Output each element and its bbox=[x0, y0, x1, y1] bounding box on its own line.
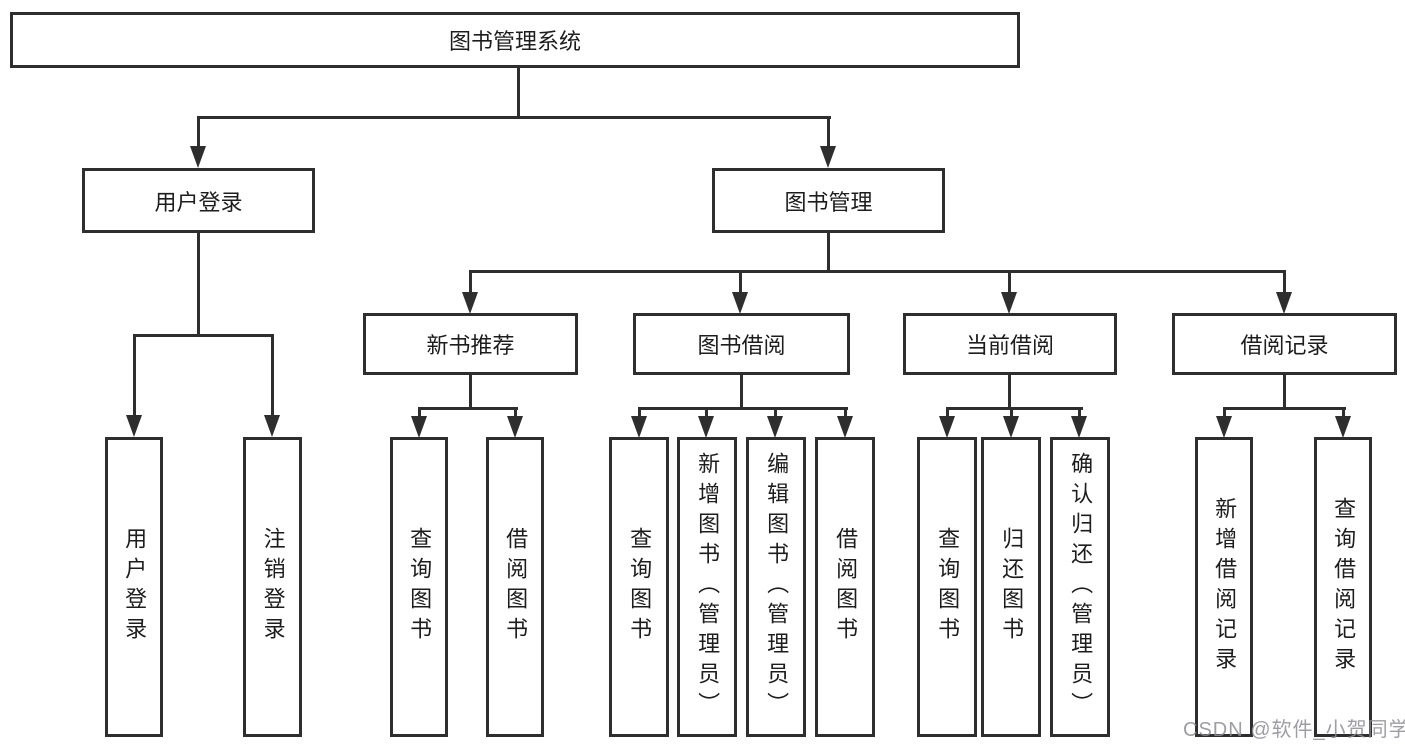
node-book-management-label: 图书管理 bbox=[784, 189, 873, 215]
connector-line bbox=[774, 407, 777, 418]
leaf-logout-label: 注销登录 bbox=[260, 527, 286, 647]
node-root: 图书管理系统 bbox=[10, 12, 1020, 68]
arrowhead-down-icon bbox=[411, 416, 427, 438]
leaf-logout: 注销登录 bbox=[243, 437, 302, 737]
leaf-current-query-books-label: 查询图书 bbox=[935, 527, 961, 647]
connector-line bbox=[197, 116, 200, 148]
leaf-confirm-return-admin-label: 确认归还（管理员） bbox=[1068, 452, 1094, 722]
leaf-recommend-borrow-books: 借阅图书 bbox=[486, 437, 544, 737]
connector-line bbox=[271, 334, 274, 417]
leaf-user-login-label: 用户登录 bbox=[122, 527, 148, 647]
leaf-recommend-query-books-label: 查询图书 bbox=[407, 527, 433, 647]
leaf-edit-books-admin-label: 编辑图书（管理员） bbox=[764, 452, 790, 722]
arrowhead-down-icon bbox=[732, 292, 748, 314]
arrowhead-down-icon bbox=[1071, 416, 1087, 438]
arrowhead-down-icon bbox=[1216, 416, 1232, 438]
node-user-login: 用户登录 bbox=[82, 168, 315, 233]
connector-line bbox=[517, 66, 520, 118]
connector-line bbox=[514, 407, 517, 418]
connector-line bbox=[1223, 407, 1346, 410]
arrowhead-down-icon bbox=[1001, 292, 1017, 314]
leaf-confirm-return-admin: 确认归还（管理员） bbox=[1050, 437, 1110, 737]
leaf-add-borrow-record: 新增借阅记录 bbox=[1195, 437, 1253, 737]
connector-line bbox=[1078, 407, 1081, 418]
connector-line bbox=[827, 116, 830, 148]
arrowhead-down-icon bbox=[767, 416, 783, 438]
connector-line bbox=[1008, 374, 1011, 410]
arrowhead-down-icon bbox=[698, 416, 714, 438]
leaf-add-books-admin-label: 新增图书（管理员） bbox=[695, 452, 721, 722]
connector-line bbox=[1223, 407, 1226, 418]
arrowhead-down-icon bbox=[462, 292, 478, 314]
connector-line bbox=[418, 407, 421, 418]
connector-line bbox=[705, 407, 708, 418]
leaf-borrow-query-books: 查询图书 bbox=[609, 437, 669, 737]
arrowhead-down-icon bbox=[190, 146, 206, 168]
node-new-book-recommend: 新书推荐 bbox=[363, 313, 578, 375]
connector-line bbox=[740, 374, 743, 410]
arrowhead-down-icon bbox=[1003, 416, 1019, 438]
node-book-borrow: 图书借阅 bbox=[633, 313, 850, 375]
connector-line bbox=[418, 407, 518, 410]
node-user-login-label: 用户登录 bbox=[154, 189, 243, 215]
connector-line bbox=[469, 270, 1286, 273]
connector-line bbox=[1283, 270, 1286, 294]
leaf-recommend-query-books: 查询图书 bbox=[390, 437, 448, 737]
arrowhead-down-icon bbox=[507, 416, 523, 438]
connector-line bbox=[827, 231, 830, 273]
leaf-query-borrow-record: 查询借阅记录 bbox=[1314, 437, 1372, 737]
connector-line bbox=[469, 270, 472, 294]
leaf-add-borrow-record-label: 新增借阅记录 bbox=[1212, 497, 1238, 677]
leaf-current-query-books: 查询图书 bbox=[917, 437, 977, 737]
arrowhead-down-icon bbox=[126, 415, 142, 437]
connector-line bbox=[638, 407, 848, 410]
arrowhead-down-icon bbox=[820, 146, 836, 168]
node-borrow-records-label: 借阅记录 bbox=[1240, 333, 1329, 358]
csdn-watermark: CSDN @软件_小贺同学 bbox=[1183, 719, 1405, 741]
leaf-user-login: 用户登录 bbox=[105, 437, 163, 737]
leaf-borrow-books: 借阅图书 bbox=[815, 437, 875, 737]
leaf-return-books-label: 归还图书 bbox=[999, 527, 1025, 647]
leaf-edit-books-admin: 编辑图书（管理员） bbox=[746, 437, 806, 737]
node-current-borrow-label: 当前借阅 bbox=[965, 333, 1054, 358]
connector-line bbox=[844, 407, 847, 418]
leaf-query-borrow-record-label: 查询借阅记录 bbox=[1331, 497, 1357, 677]
arrowhead-down-icon bbox=[837, 416, 853, 438]
connector-line bbox=[133, 334, 274, 337]
connector-line bbox=[197, 231, 200, 337]
leaf-borrow-books-label: 借阅图书 bbox=[833, 527, 859, 647]
leaf-recommend-borrow-books-label: 借阅图书 bbox=[503, 527, 529, 647]
arrowhead-down-icon bbox=[264, 415, 280, 437]
arrowhead-down-icon bbox=[1335, 416, 1351, 438]
connector-line bbox=[1008, 270, 1011, 294]
node-borrow-records: 借阅记录 bbox=[1172, 313, 1397, 375]
node-book-management: 图书管理 bbox=[712, 168, 945, 233]
connector-line bbox=[638, 407, 641, 418]
connector-line bbox=[946, 407, 1083, 410]
connector-line bbox=[739, 270, 742, 294]
node-new-book-recommend-label: 新书推荐 bbox=[426, 333, 515, 358]
connector-line bbox=[1283, 374, 1286, 410]
connector-line bbox=[469, 374, 472, 410]
connector-line bbox=[197, 116, 831, 119]
leaf-return-books: 归还图书 bbox=[981, 437, 1041, 737]
leaf-add-books-admin: 新增图书（管理员） bbox=[677, 437, 737, 737]
connector-line bbox=[946, 407, 949, 418]
connector-line bbox=[133, 334, 136, 417]
arrowhead-down-icon bbox=[1276, 292, 1292, 314]
node-root-label: 图书管理系统 bbox=[448, 29, 581, 54]
node-current-borrow: 当前借阅 bbox=[903, 313, 1117, 375]
arrowhead-down-icon bbox=[939, 416, 955, 438]
arrowhead-down-icon bbox=[631, 416, 647, 438]
connector-line bbox=[1010, 407, 1013, 418]
connector-line bbox=[1342, 407, 1345, 418]
leaf-borrow-query-books-label: 查询图书 bbox=[627, 527, 653, 647]
node-book-borrow-label: 图书借阅 bbox=[697, 333, 786, 358]
